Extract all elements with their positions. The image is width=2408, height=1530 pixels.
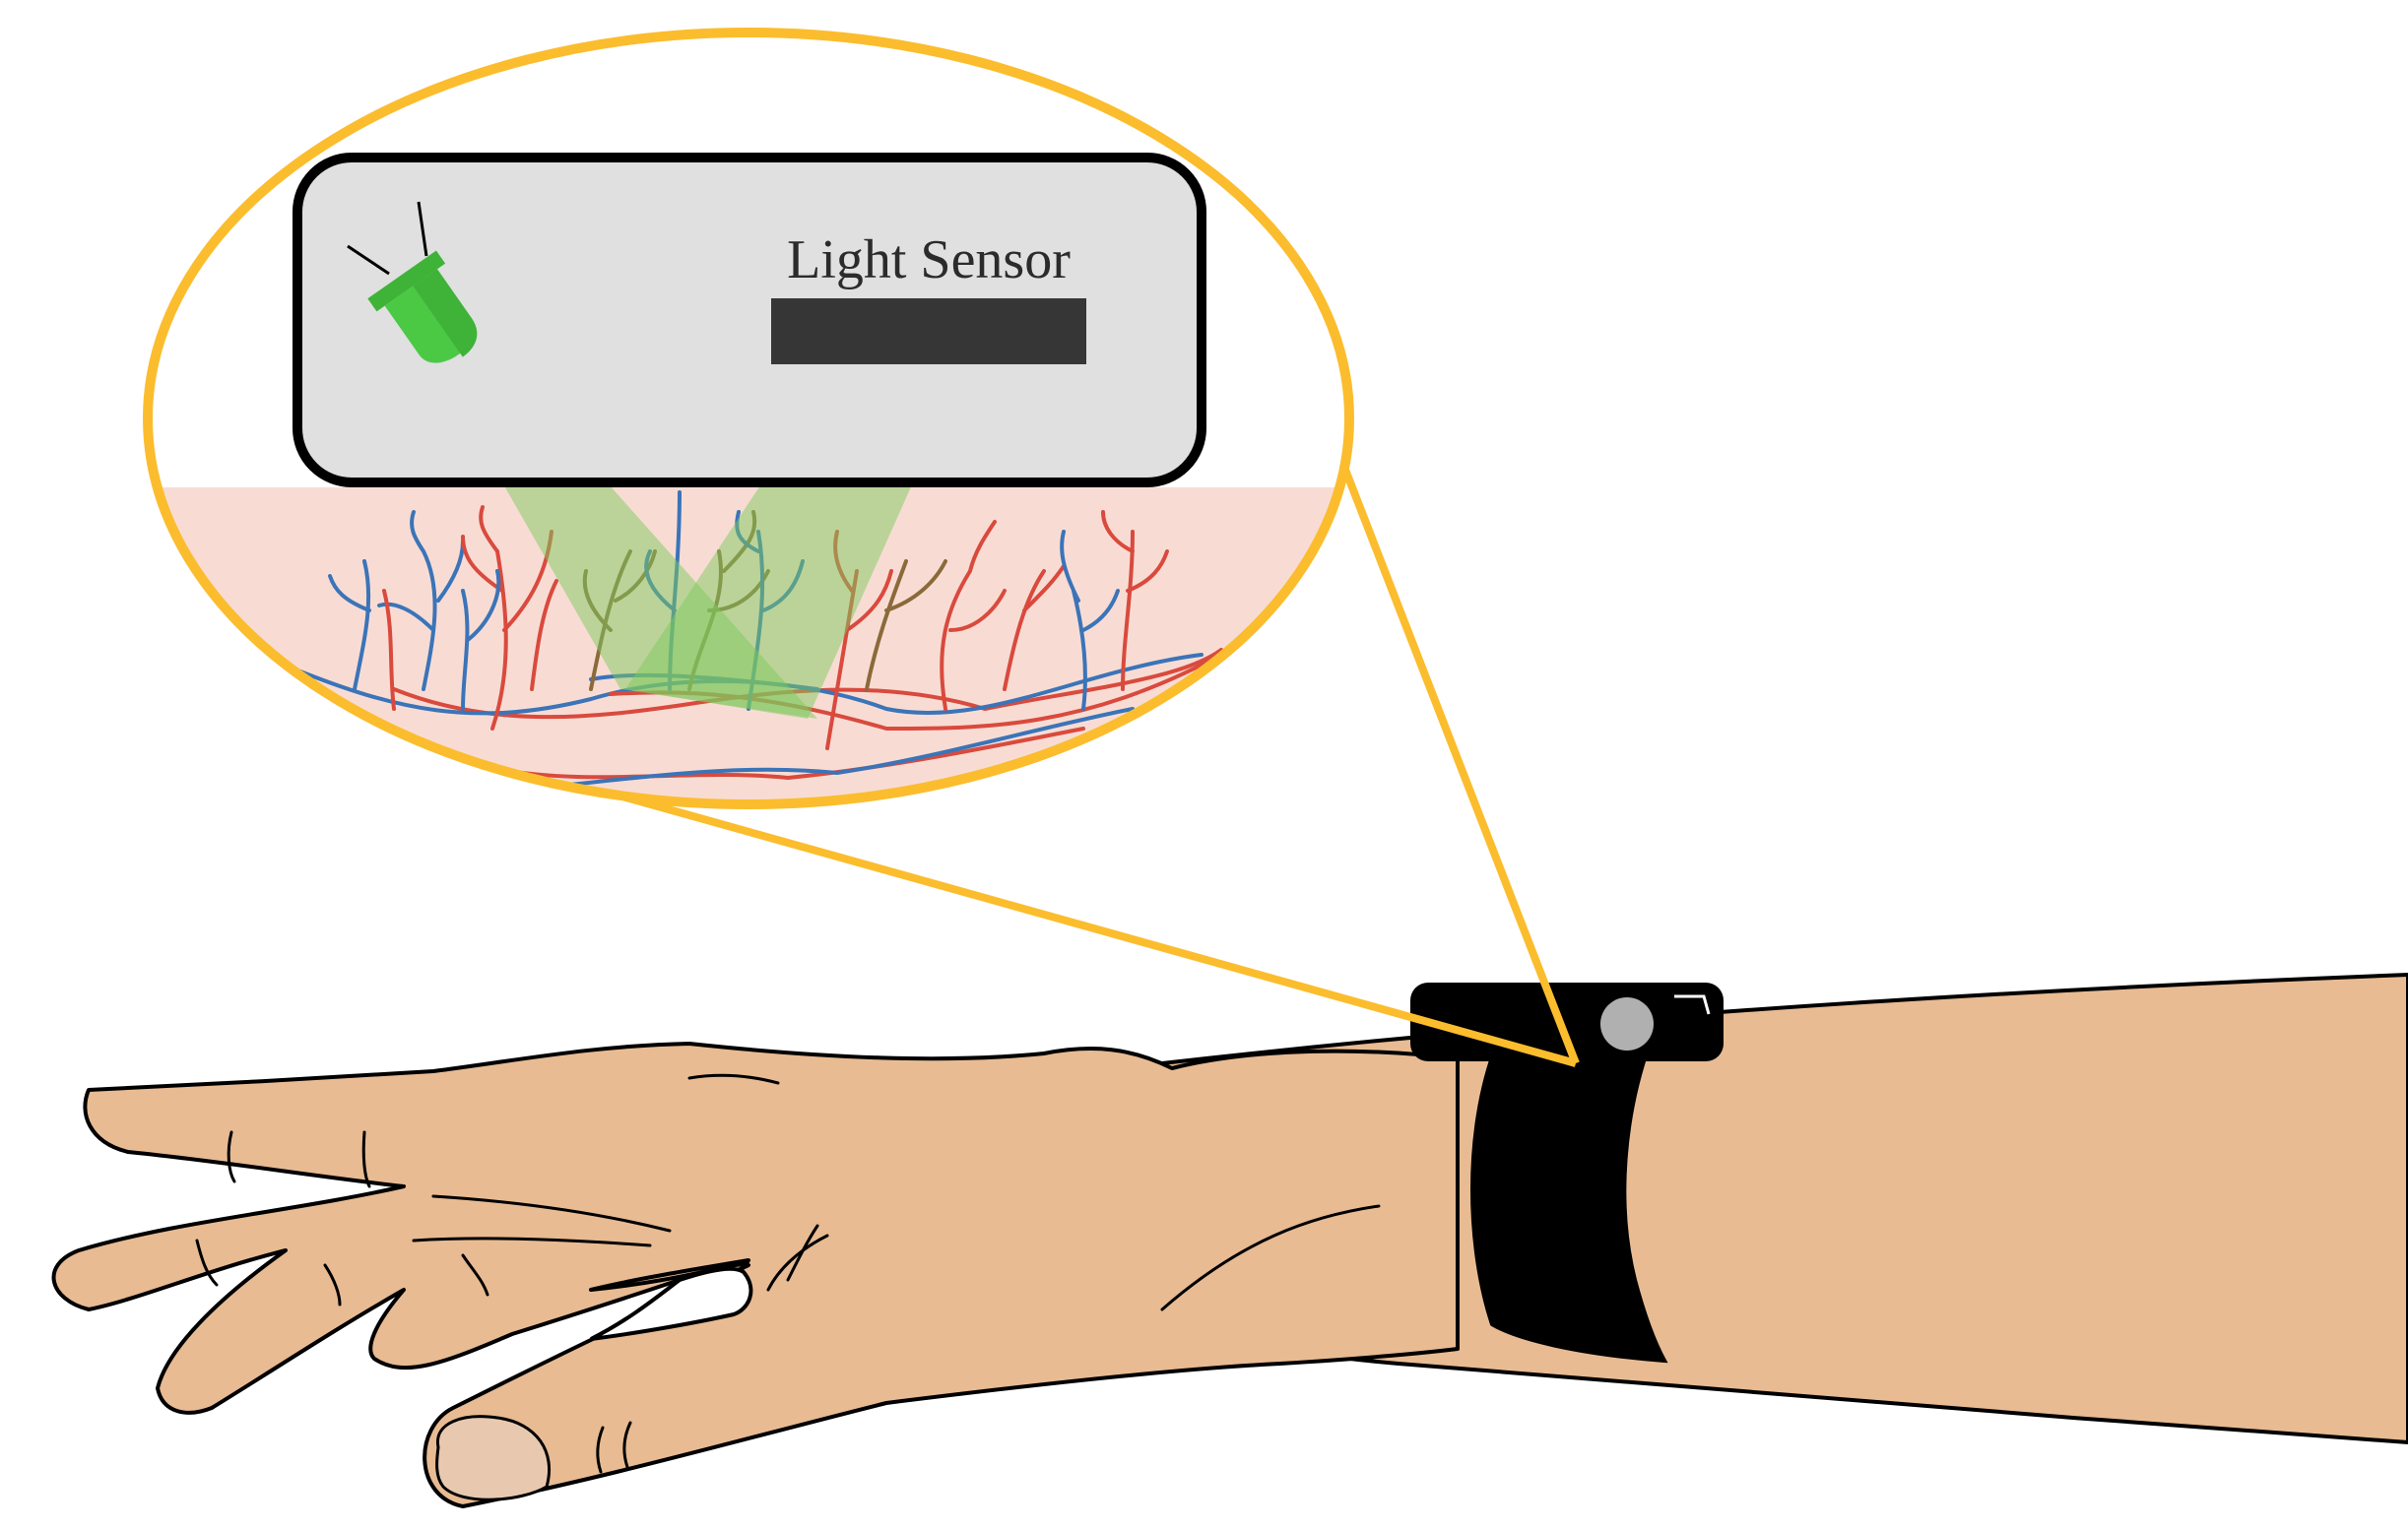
- hand-back: [54, 1044, 1458, 1506]
- sensor-device: Light Sensor: [297, 158, 1202, 482]
- watch-button-icon: [1600, 997, 1654, 1051]
- light-sensor-strip: [771, 298, 1086, 364]
- light-sensor-label: Light Sensor: [787, 229, 1071, 290]
- callout-line-lower: [591, 788, 1576, 1063]
- callout-line-upper: [1345, 470, 1576, 1063]
- zoom-callout: Light Sensor: [98, 32, 1379, 881]
- forearm-hand: [54, 975, 2408, 1506]
